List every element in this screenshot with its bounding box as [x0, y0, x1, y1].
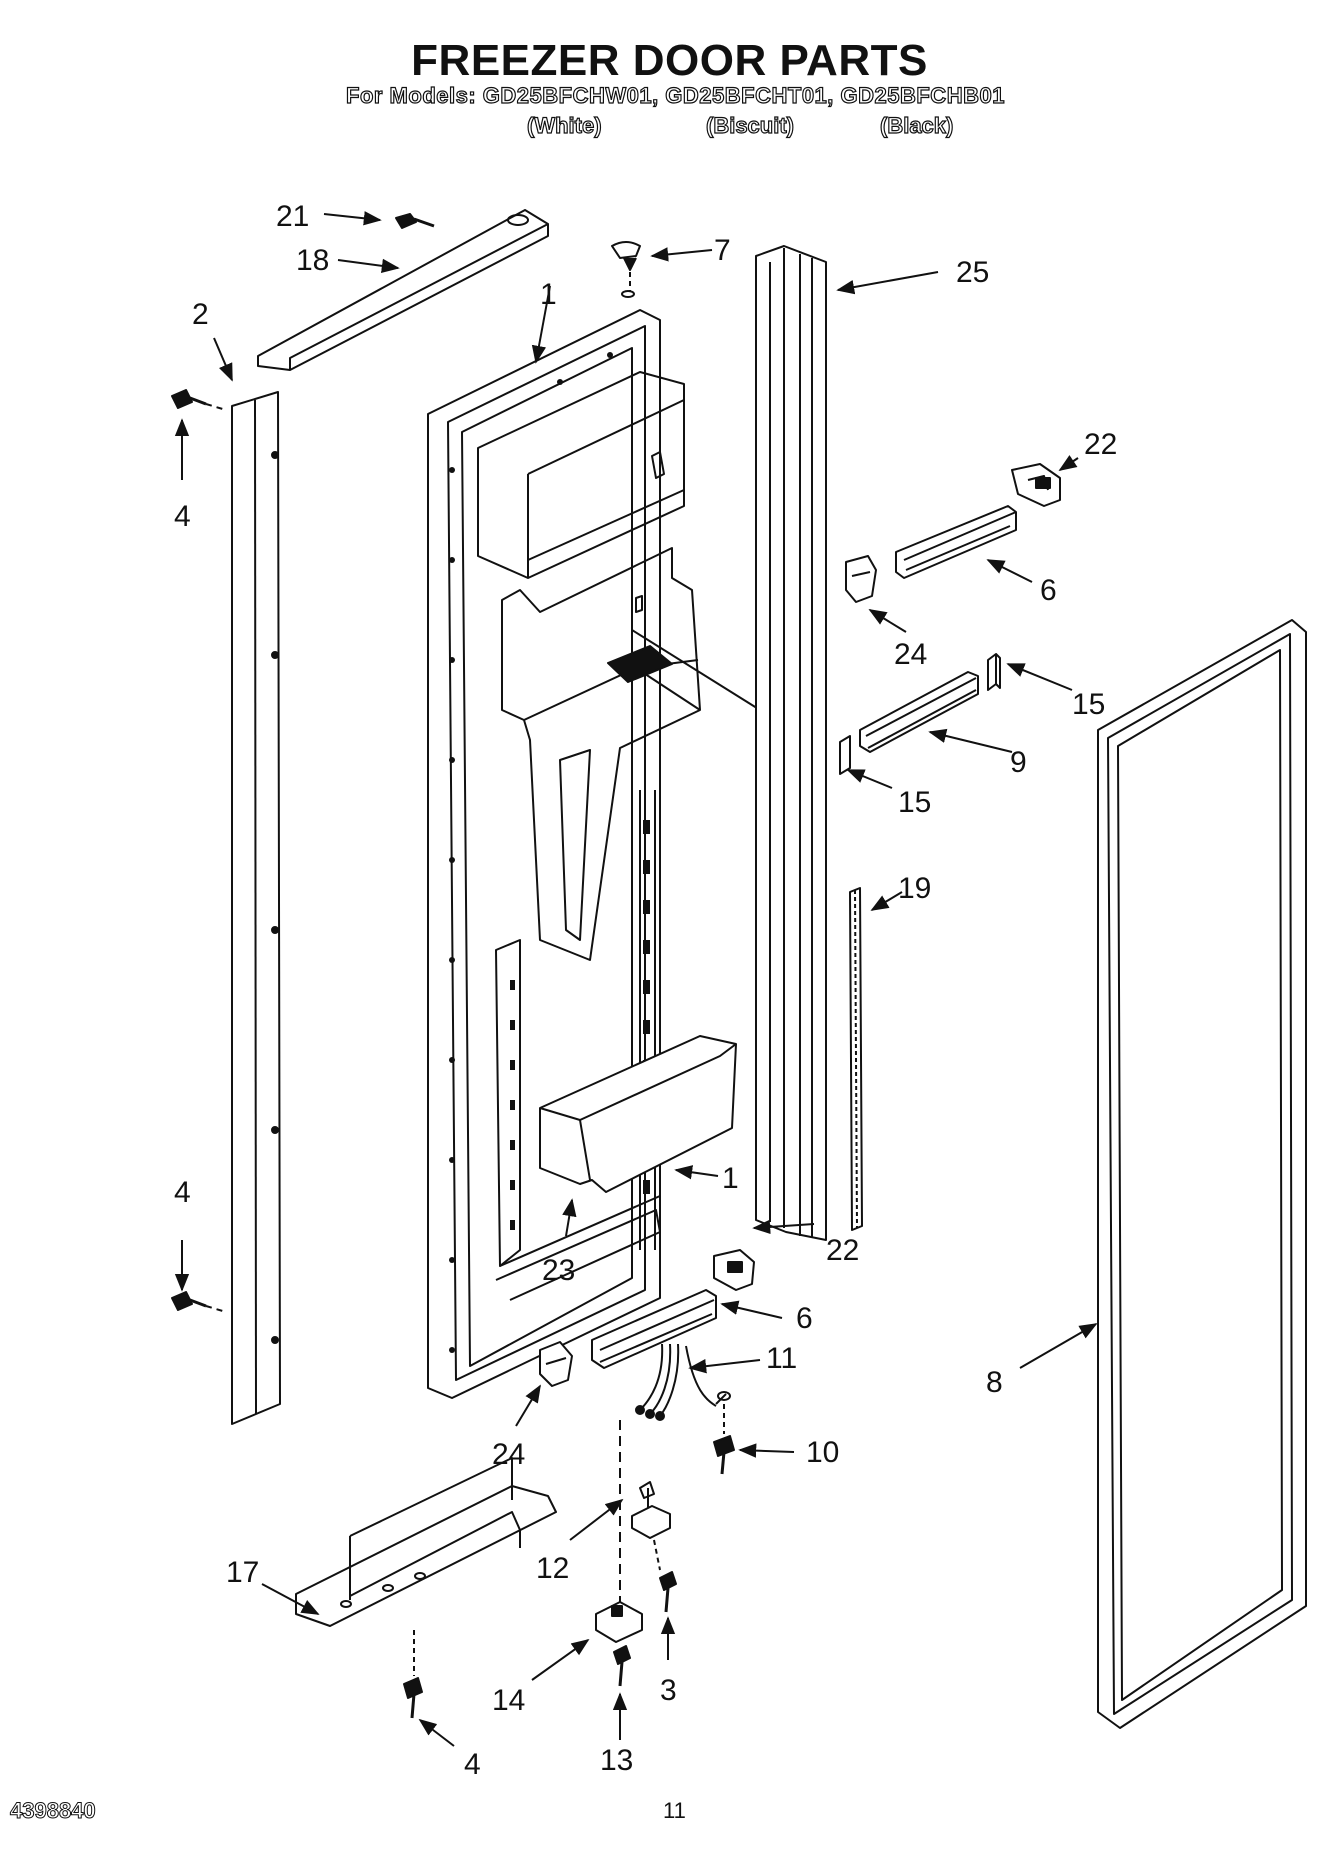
bracket-part-22-lower: [713, 1249, 755, 1291]
cap-part-15-upper: [987, 653, 1001, 691]
page-title: FREEZER DOOR PARTS: [411, 36, 928, 85]
wire-harness-part-11: [635, 1343, 731, 1421]
door-gasket-part-8: [1097, 619, 1307, 1729]
callout-25: 25: [956, 256, 989, 289]
callout-6-upper: 6: [1040, 574, 1057, 607]
callout-17: 17: [226, 1556, 259, 1589]
document-number: 4398840: [10, 1798, 97, 1824]
callout-12: 12: [536, 1552, 569, 1585]
strip-part-19: [849, 887, 863, 1231]
callout-14: 14: [492, 1684, 525, 1717]
screw-part-21: [395, 213, 435, 229]
callout-22-lower: 22: [826, 1234, 859, 1267]
callout-22-upper: 22: [1084, 428, 1117, 461]
variant-biscuit: (Biscuit): [705, 112, 794, 138]
top-trim-part-18: [257, 209, 549, 371]
rail-part-6-lower: [591, 1289, 717, 1369]
bracket-part-22-upper: [1011, 463, 1061, 507]
door-liner-part-1: [427, 309, 761, 1399]
screw-part-4-lower: [403, 1630, 423, 1719]
screw-part-13: [613, 1645, 631, 1687]
clip-part-24-lower: [539, 1341, 573, 1387]
screw-part-10: [713, 1404, 735, 1475]
rail-part-9: [859, 671, 979, 753]
callout-6-lower: 6: [796, 1302, 813, 1335]
callout-24-upper: 24: [894, 638, 927, 671]
screw-part-4-middle: [171, 1291, 227, 1313]
callout-15-upper: 15: [1072, 688, 1105, 721]
callout-4-middle: 4: [174, 1176, 191, 1209]
callout-4-upper: 4: [174, 500, 191, 533]
callout-4-lower: 4: [464, 1748, 481, 1781]
clip-part-24-upper: [845, 555, 877, 603]
hinge-bracket-part-17: [295, 1457, 557, 1627]
callout-7: 7: [714, 234, 731, 267]
callout-15-lower: 15: [898, 786, 931, 819]
callout-1-top: 1: [540, 278, 557, 311]
models-line: For Models: GD25BFCHW01, GD25BFCHT01, GD…: [345, 82, 1005, 108]
callout-1-lower: 1: [722, 1162, 739, 1195]
callout-3: 3: [660, 1674, 677, 1707]
rail-part-6-upper: [895, 505, 1017, 579]
callout-11: 11: [766, 1342, 797, 1375]
variant-black: (Black): [879, 112, 954, 138]
callout-9: 9: [1010, 746, 1027, 779]
variant-white: (White): [526, 112, 602, 138]
hinge-pin-part-12: [619, 1420, 671, 1620]
screw-part-3: [653, 1539, 677, 1613]
callout-2: 2: [192, 298, 209, 331]
callout-10: 10: [806, 1436, 839, 1469]
hinge-block-part-14: [595, 1601, 643, 1643]
callout-23: 23: [542, 1254, 575, 1287]
page-number: 11: [663, 1798, 686, 1823]
cap-part-15-lower: [839, 735, 851, 775]
plug-part-7: [611, 241, 641, 298]
leader-arrows: [174, 211, 1098, 1747]
gasket-part-25: [755, 245, 827, 1241]
callout-18: 18: [296, 244, 329, 277]
callout-21: 21: [276, 200, 309, 233]
screw-part-4-upper: [171, 389, 227, 411]
callout-19: 19: [898, 872, 931, 905]
door-bin-part-23: [539, 1035, 737, 1193]
left-trim-part-2: [231, 391, 281, 1425]
callout-8: 8: [986, 1366, 1003, 1399]
callout-24-lower: 24: [492, 1438, 525, 1471]
callout-13: 13: [600, 1744, 633, 1777]
